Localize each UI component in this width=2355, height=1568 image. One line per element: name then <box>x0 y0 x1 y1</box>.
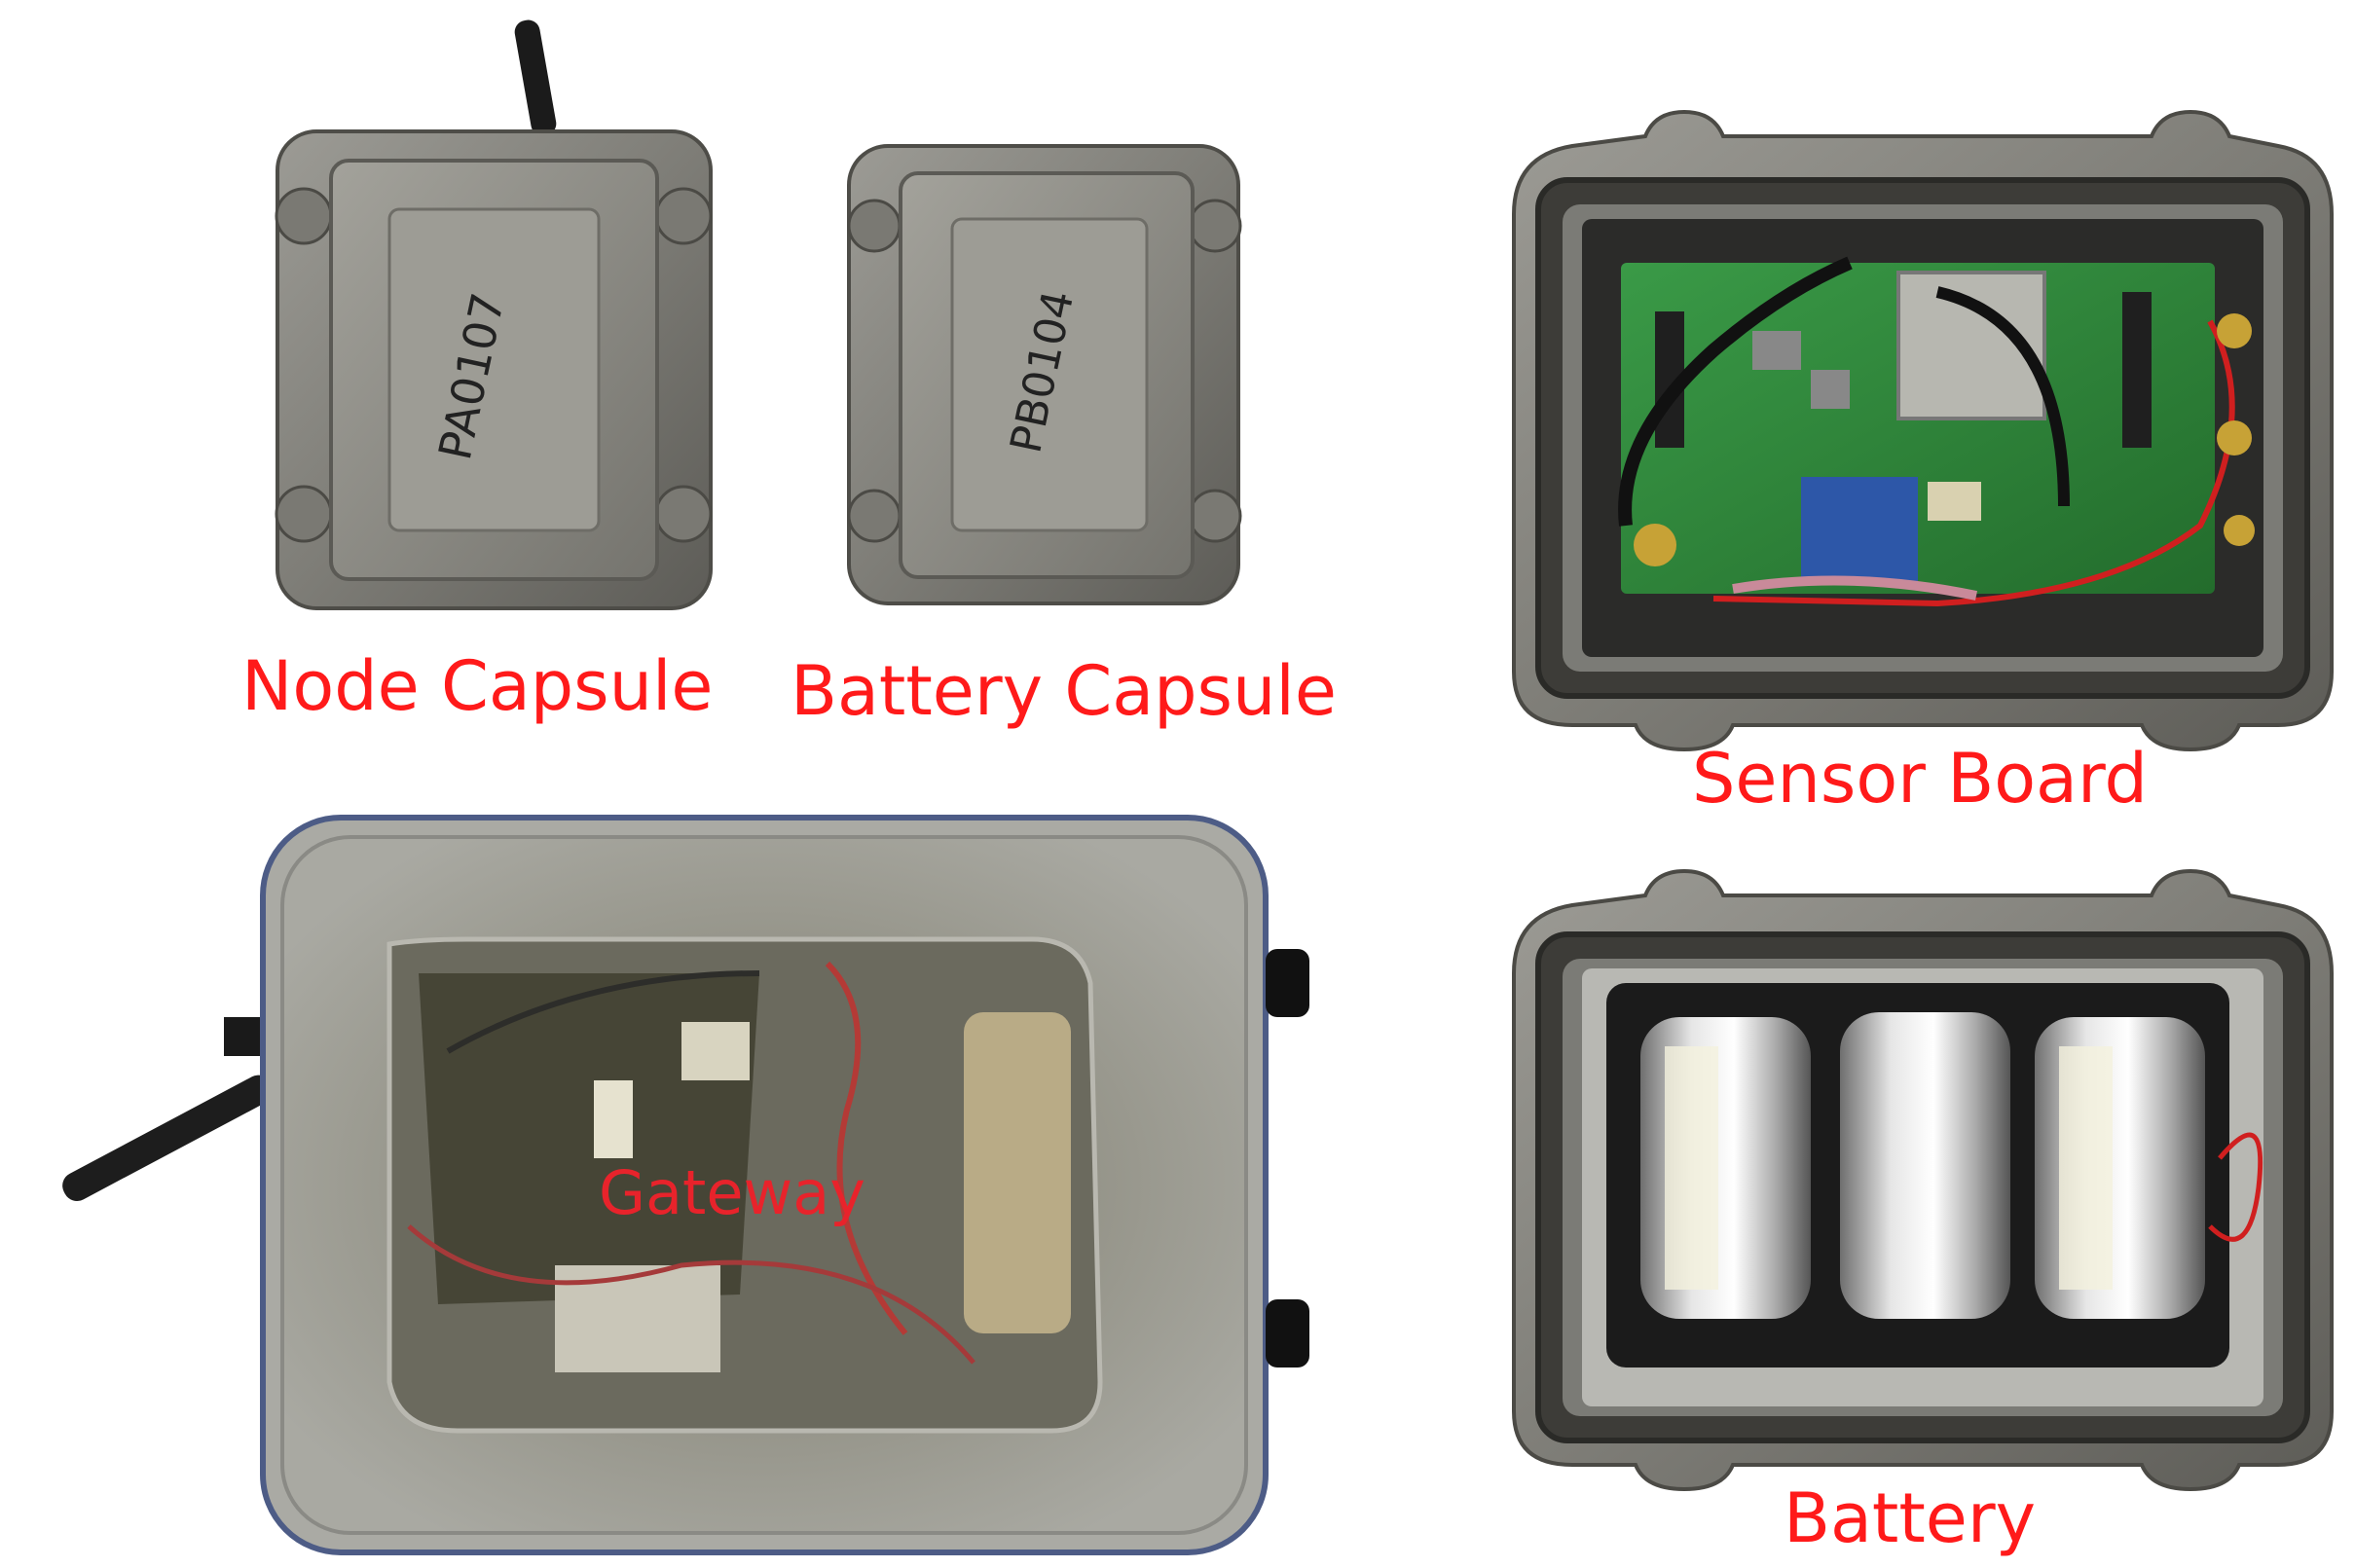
sensor-board-enclosure <box>1512 109 2334 752</box>
antenna-icon <box>514 19 557 136</box>
gateway-label: Gateway <box>599 1157 865 1228</box>
sensor-board-label: Sensor Board <box>1692 739 2148 819</box>
battery-label: Battery <box>1784 1478 2037 1558</box>
gateway-enclosure <box>62 815 1309 1555</box>
node-capsule-label: Node Capsule <box>241 646 714 726</box>
battery-capsule-label: Battery Capsule <box>791 651 1337 731</box>
node-capsule: PA0107 <box>275 19 713 610</box>
battery-enclosure <box>1512 868 2334 1492</box>
antenna-icon <box>62 1075 274 1201</box>
battery-capsule: PB0104 <box>847 144 1242 605</box>
battery-cell <box>1840 1012 2010 1319</box>
